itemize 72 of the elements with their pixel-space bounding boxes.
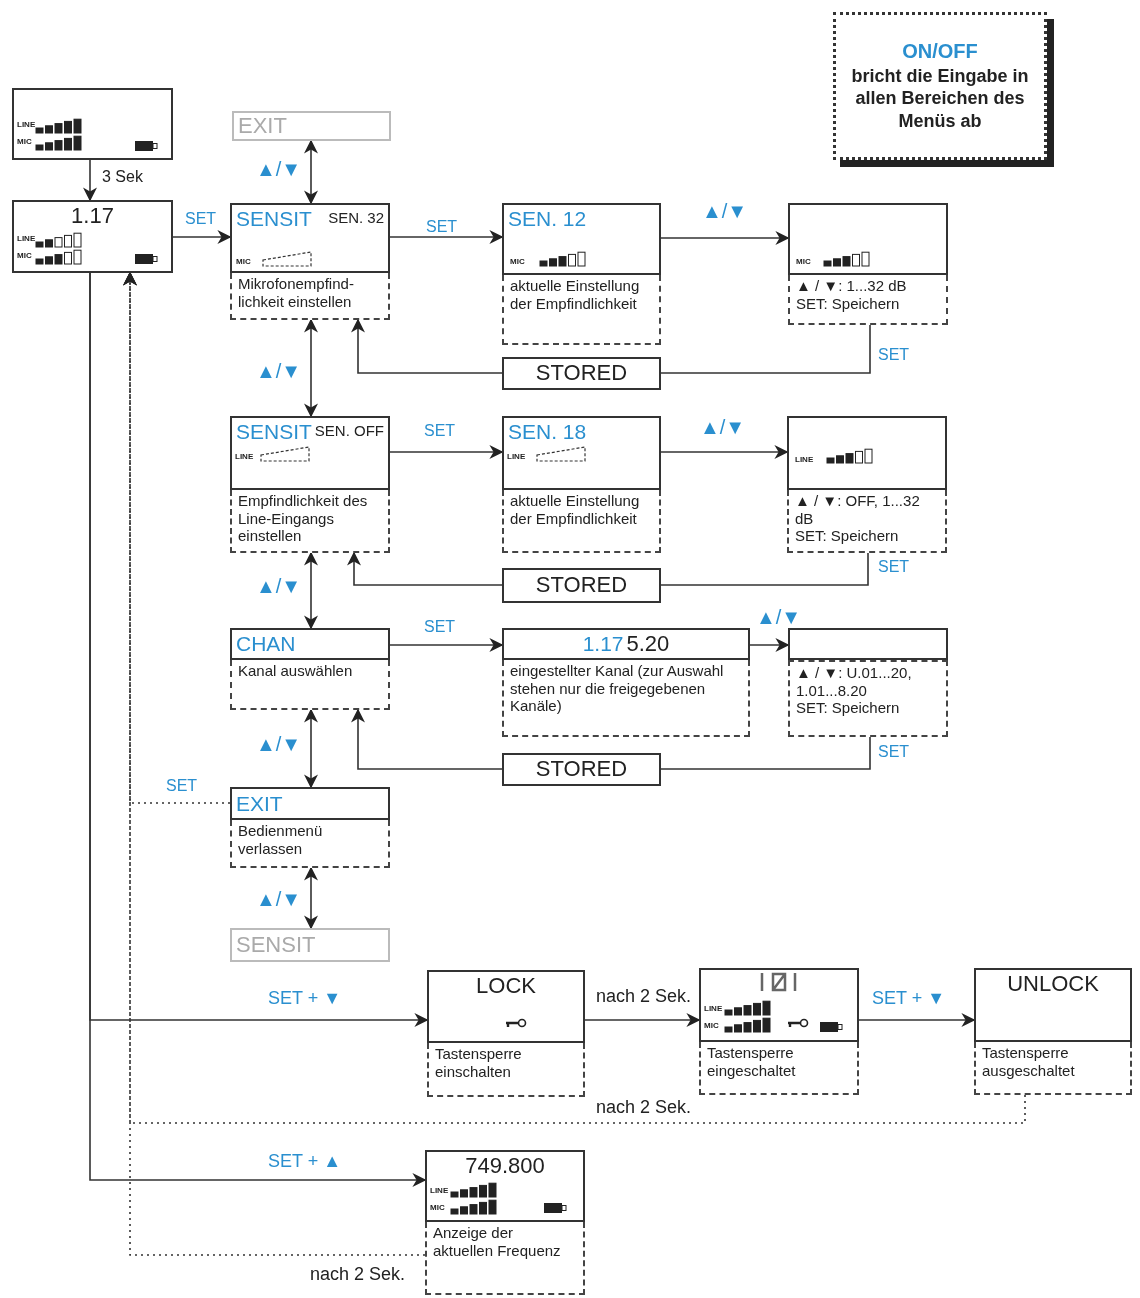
description-text: Empfindlichkeit des Line-Eingangs einstellen <box>238 492 369 545</box>
meter-label: MIC <box>510 258 525 266</box>
arrow <box>89 272 427 1187</box>
meter-label: MIC <box>430 1204 445 1212</box>
arrow <box>304 318 318 418</box>
display-text: CHAN <box>236 632 296 656</box>
description-text: SET: Speichern <box>795 527 900 545</box>
arrow <box>172 230 232 244</box>
meter-label: LINE <box>17 121 36 129</box>
meter-label: MIC <box>17 138 32 146</box>
display-text: UNLOCK <box>1007 972 1099 997</box>
arrow <box>389 638 504 652</box>
display-text: 749.800 <box>465 1154 545 1179</box>
arrow <box>351 708 503 770</box>
arrow <box>389 445 504 459</box>
arrow <box>660 445 789 459</box>
meter-label: LINE <box>17 235 36 243</box>
display-text: STORED <box>535 757 628 782</box>
display-text: STORED <box>535 361 628 386</box>
meter-label: MIC <box>796 258 811 266</box>
meter-label: LINE <box>795 456 814 464</box>
description-text: Tastensperre eingeschaltet <box>707 1044 797 1080</box>
display-text: SENSIT <box>236 420 312 444</box>
description-text: Tastensperre ausgeschaltet <box>982 1044 1076 1080</box>
display-text: STORED <box>535 573 628 598</box>
arrow <box>347 551 503 586</box>
arrow <box>304 139 318 205</box>
display-text: SEN. OFF <box>314 421 385 440</box>
description-text: aktuelle Einstellung der Empfindlichkeit <box>510 492 641 528</box>
arrow <box>304 551 318 630</box>
description-text: aktuelle Einstellung der Empfindlichkeit <box>510 277 641 313</box>
display-text: LOCK <box>476 974 536 999</box>
dotted-arrow <box>123 271 426 1256</box>
arrow <box>351 318 503 374</box>
description-text: SET: Speichern <box>796 699 901 717</box>
description-text: eingestellter Kanal (zur Auswahl stehen nur die freigegebenen Kanäle) <box>510 662 725 715</box>
note-text: bricht die Eingabe in allen Bereichen des Menüs ab <box>850 64 1030 133</box>
meter-label: MIC <box>17 252 32 260</box>
arrow <box>858 1013 976 1027</box>
meter-label: MIC <box>236 258 251 266</box>
arrow <box>749 638 790 652</box>
display-text: 1.17 <box>71 204 114 229</box>
display-text: 1.17 <box>582 632 624 656</box>
display-text: EXIT <box>236 791 283 816</box>
arrow <box>304 708 318 789</box>
description-text: ▲ / ▼: 1...32 dB <box>796 277 908 295</box>
arrow <box>660 231 790 245</box>
display-text: 5.20 <box>626 631 670 657</box>
display-text: SENSIT <box>236 207 312 231</box>
meter-label: LINE <box>507 453 526 461</box>
meter-label: LINE <box>704 1005 723 1013</box>
arrow <box>83 159 97 202</box>
description-text: Kanal auswählen <box>238 662 354 680</box>
display-text: SEN. 18 <box>508 420 587 444</box>
arrow <box>584 1013 701 1027</box>
meter-label: LINE <box>235 453 254 461</box>
description-text: Mikrofonempfind- lichkeit einstellen <box>238 275 355 311</box>
display-text: SEN. 12 <box>508 207 587 231</box>
arrow <box>304 866 318 930</box>
display-text: SEN. 32 <box>328 208 384 227</box>
meter-label: MIC <box>704 1022 719 1030</box>
description-text: Tastensperre einschalten <box>435 1045 523 1081</box>
display-text: EXIT <box>238 113 287 139</box>
description-text: ▲ / ▼: OFF, 1...32 dB <box>795 492 921 528</box>
description-text: Bedienmenü verlassen <box>238 822 324 858</box>
description-text: Anzeige der aktuellen Frequenz <box>433 1224 562 1260</box>
meter-label: LINE <box>430 1187 449 1195</box>
display-text: SENSIT <box>236 932 316 958</box>
arrow <box>389 230 504 244</box>
description-text: ▲ / ▼: U.01...20, 1.01...8.20 <box>796 664 913 700</box>
note-heading: ON/OFF <box>902 39 978 62</box>
description-text: SET: Speichern <box>796 294 901 313</box>
